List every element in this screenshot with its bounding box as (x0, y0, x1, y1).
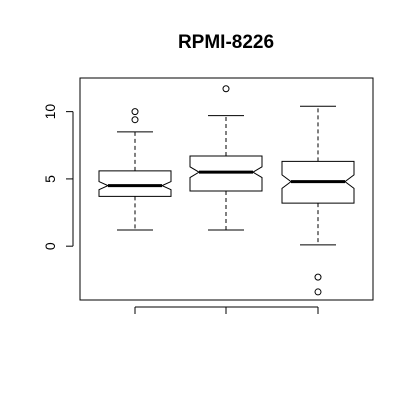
outlier-point-3-1 (314, 273, 322, 281)
y-axis: 0 5 10 (42, 104, 74, 250)
box-3 (281, 105, 355, 296)
outlier-point-1-2 (131, 108, 139, 116)
y-tick-label-1: 5 (42, 175, 58, 183)
x-axis (134, 306, 319, 314)
box-2 (189, 85, 263, 231)
y-tick-label-0: 0 (42, 242, 58, 250)
box-1 (98, 108, 172, 231)
box-group (98, 85, 355, 296)
y-tick-label-2: 10 (42, 104, 58, 120)
box-body-1 (98, 170, 172, 197)
plot-frame (79, 77, 374, 301)
chart-title: RPMI-8226 (178, 32, 274, 53)
outlier-point-1-1 (131, 116, 139, 124)
outlier-point-2-1 (222, 85, 230, 93)
outlier-point-3-2 (314, 288, 322, 296)
